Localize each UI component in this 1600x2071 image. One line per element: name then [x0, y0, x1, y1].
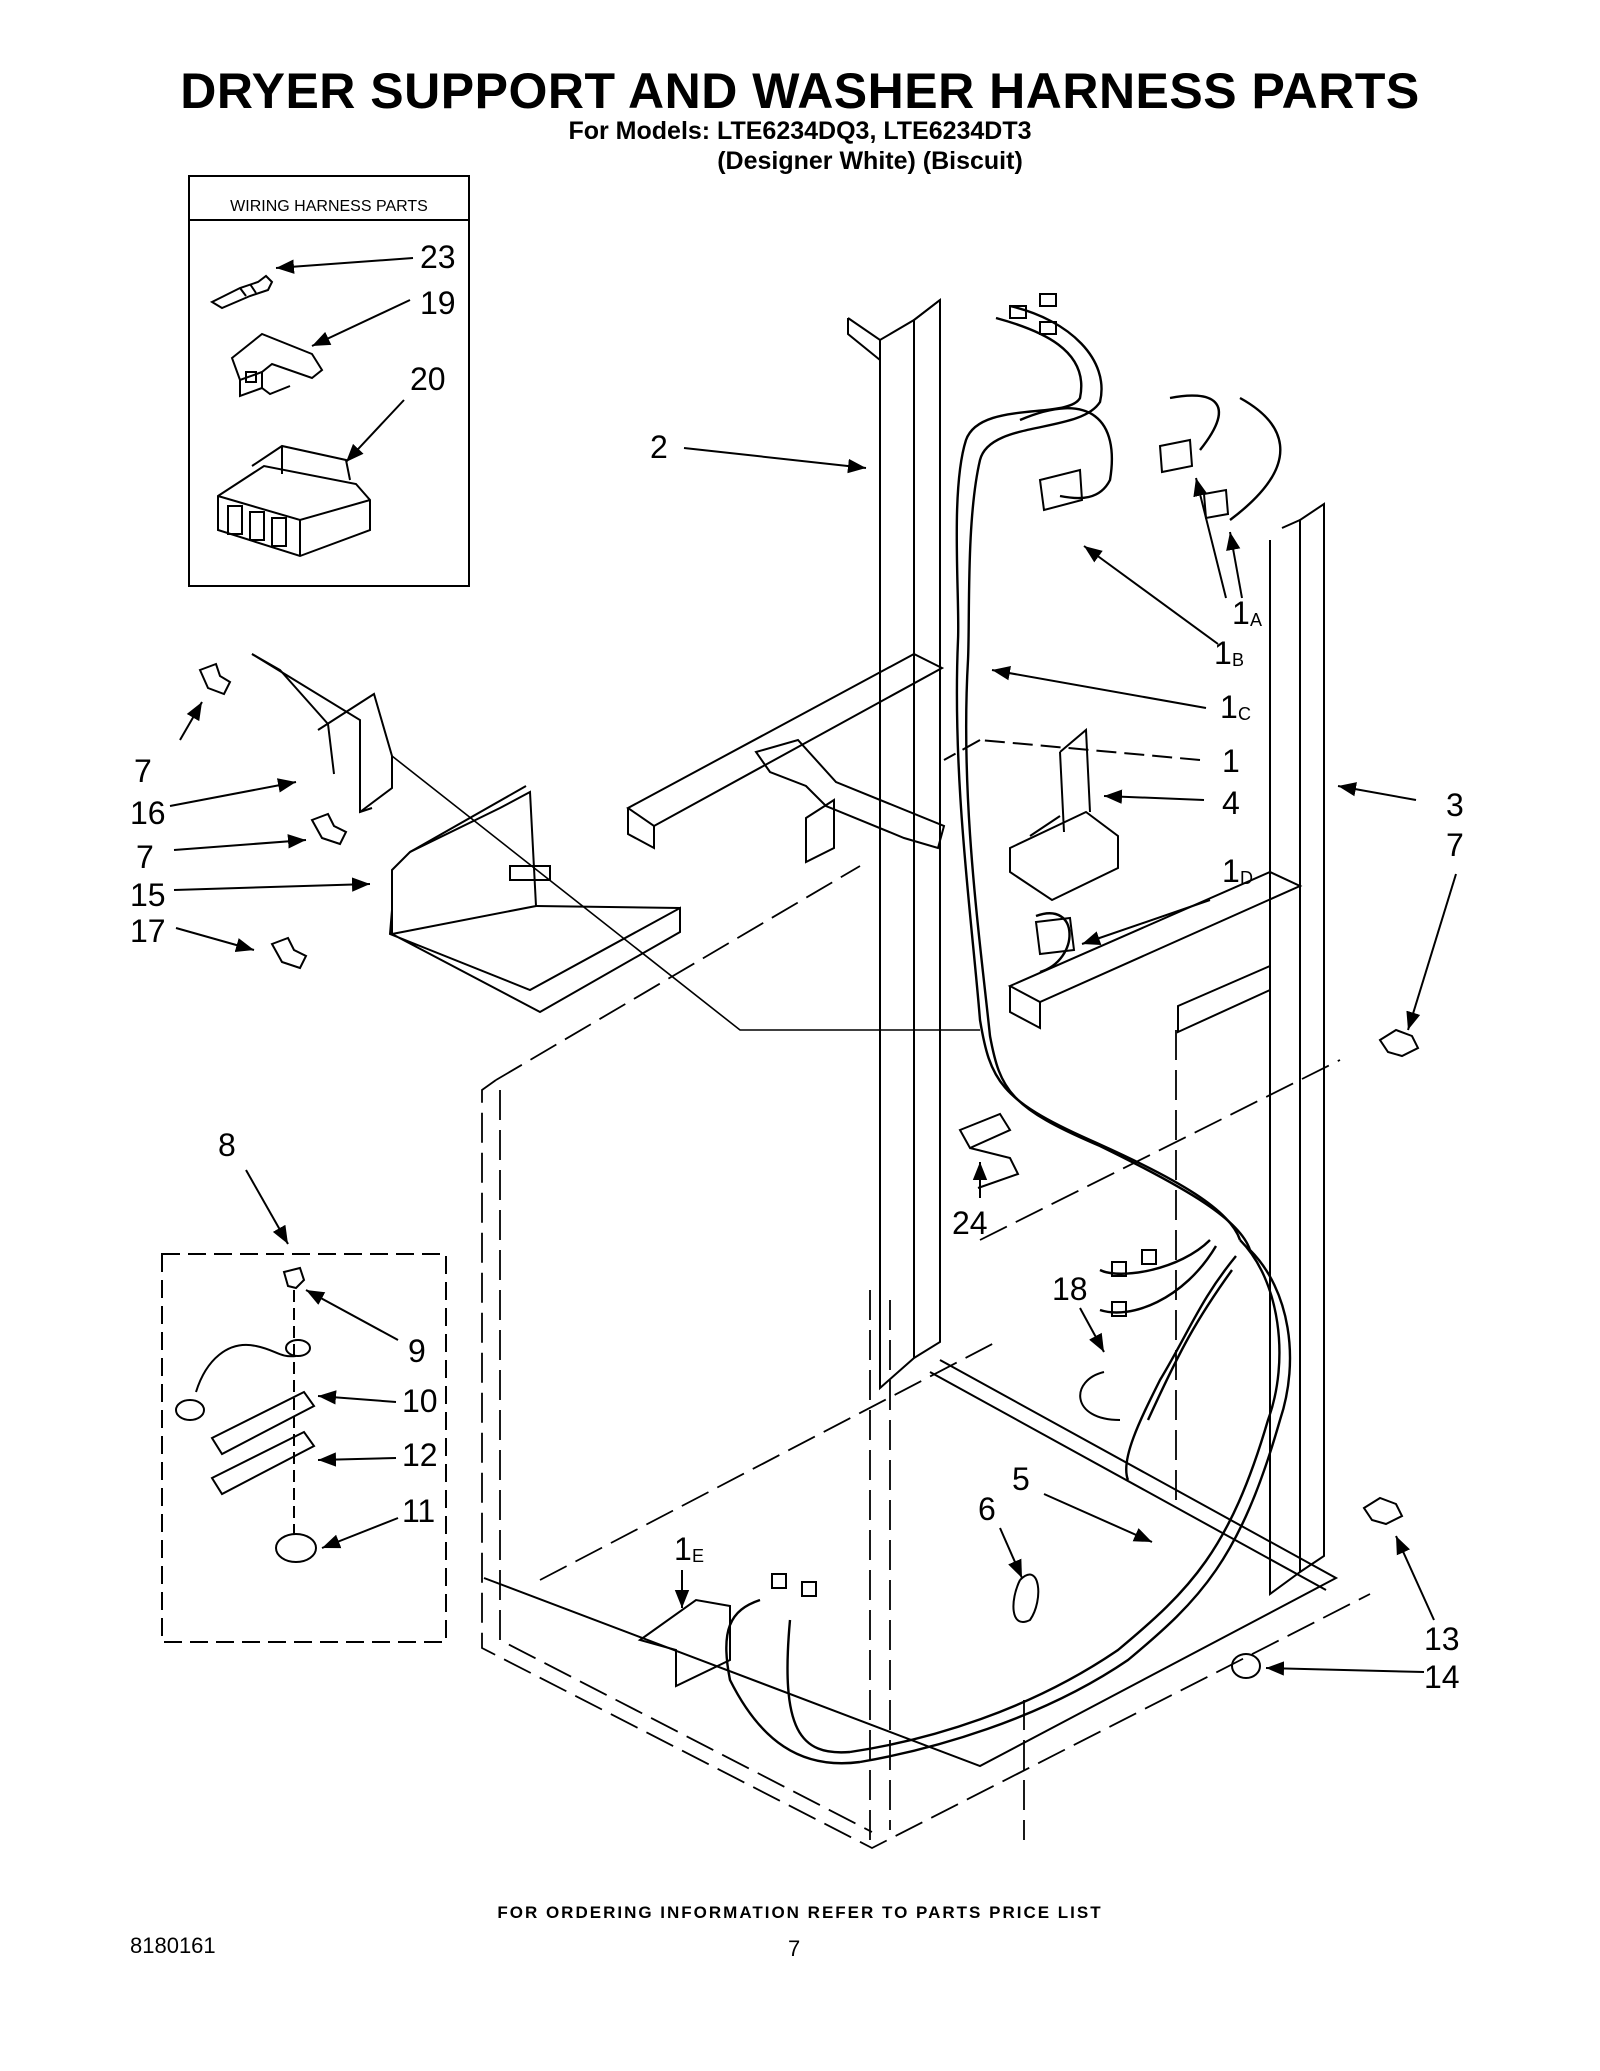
document-number: 8180161 [130, 1933, 216, 1958]
leader-12 [317, 1452, 397, 1467]
callout-1E: 1 [674, 1531, 692, 1567]
callout-14: 14 [1424, 1659, 1460, 1695]
callout-23: 23 [420, 239, 456, 275]
leader-7c [1406, 873, 1457, 1031]
page-title: DRYER SUPPORT AND WASHER HARNESS PARTS [180, 63, 1420, 119]
harness-connectors [637, 293, 1230, 1688]
callout-11: 11 [402, 1493, 435, 1529]
callout-1C-sub: C [1238, 704, 1251, 724]
callout-1B-sub: B [1232, 650, 1244, 670]
callout-7b: 7 [136, 839, 154, 875]
wiring-harness-inset [188, 175, 470, 587]
leader-19 [311, 299, 411, 347]
terminal-part [209, 274, 274, 310]
leader-2 [683, 447, 867, 474]
callout-24: 24 [952, 1205, 988, 1241]
leader-4 [1103, 789, 1205, 804]
leader-1B [1083, 545, 1219, 645]
cabinet-floor [483, 1359, 1339, 1768]
bracket-part-4 [1009, 727, 1119, 902]
clip-part-24 [958, 1112, 1020, 1189]
callout-1D-sub: D [1240, 868, 1253, 888]
leader-11 [321, 1517, 399, 1549]
diagonal-strap [754, 738, 946, 864]
upper-cross-brace [626, 652, 945, 850]
ordering-note: FOR ORDERING INFORMATION REFER TO PARTS … [497, 1903, 1103, 1922]
callout-8: 8 [218, 1127, 236, 1163]
callout-3: 3 [1446, 787, 1464, 823]
leader-3 [1337, 782, 1417, 801]
callout-12: 12 [402, 1437, 438, 1473]
page-number: 7 [788, 1936, 801, 1961]
right-upright-support [1269, 502, 1325, 1596]
colors-text: (Designer White) (Biscuit) [717, 147, 1023, 175]
leader-18 [1079, 1307, 1105, 1353]
ground-strap-kit [161, 1253, 447, 1643]
callout-1D: 1 [1222, 853, 1240, 889]
connector-1D [1034, 916, 1076, 956]
callout-2: 2 [650, 429, 668, 465]
leader-10 [317, 1390, 397, 1405]
leader-7b [173, 834, 307, 851]
leader-7a [179, 701, 203, 741]
leader-5 [1043, 1493, 1153, 1543]
callout-13: 13 [1424, 1621, 1460, 1657]
leader-1D [1081, 899, 1211, 945]
leader-17 [175, 927, 255, 953]
callout-19: 19 [420, 285, 456, 321]
callout-10: 10 [402, 1383, 438, 1419]
left-upright-support [847, 297, 941, 1391]
callout-17: 17 [130, 913, 166, 949]
assembly-line [391, 755, 980, 1031]
callout-7c: 7 [1446, 827, 1464, 863]
leader-1A-a [1193, 477, 1227, 599]
clamp-part-6 [1012, 1573, 1040, 1623]
harness-bundle [725, 304, 1292, 1765]
callout-1A-sub: A [1250, 610, 1262, 630]
callout-20: 20 [410, 361, 446, 397]
leader-14 [1265, 1661, 1425, 1676]
callout-1B: 1 [1214, 635, 1232, 671]
mounting-bracket-assembly [251, 653, 681, 1014]
callout-1: 1 [1222, 743, 1240, 779]
leader-16 [169, 778, 297, 807]
leader-8 [245, 1169, 289, 1245]
leader-9 [305, 1289, 399, 1341]
connector-1B [1038, 468, 1084, 512]
callout-1C: 1 [1220, 689, 1238, 725]
cable-tie-part [1079, 1371, 1121, 1421]
callout-6: 6 [978, 1491, 996, 1527]
leader-15 [173, 877, 371, 892]
callout-9: 9 [408, 1333, 426, 1369]
leader-20 [345, 399, 405, 463]
leader-23 [275, 257, 414, 274]
callout-18: 18 [1052, 1271, 1088, 1307]
inset-title: WIRING HARNESS PARTS [230, 198, 428, 215]
leader-13 [1395, 1535, 1435, 1621]
callout-4: 4 [1222, 785, 1240, 821]
cabinet-outline [481, 865, 1371, 1850]
connector-clip-part [230, 332, 324, 398]
nut-part-14 [1231, 1653, 1261, 1679]
callout-5: 5 [1012, 1461, 1030, 1497]
models-line: For Models: LTE6234DQ3, LTE6234DT3 (Desi… [0, 116, 1600, 176]
leader-1A-b [1226, 531, 1243, 599]
connector-block-part [217, 444, 371, 558]
leader-6 [999, 1527, 1023, 1579]
callout-15: 15 [130, 877, 166, 913]
inset-frame [188, 175, 470, 587]
leader-1C [991, 666, 1207, 709]
callout-1E-sub: E [692, 1546, 704, 1566]
leader-1 [943, 739, 1201, 761]
screw-group [198, 662, 1420, 1526]
callout-16: 16 [130, 795, 166, 831]
models-text: For Models: LTE6234DQ3, LTE6234DT3 [568, 117, 1032, 145]
callout-1A: 1 [1232, 595, 1250, 631]
connector-1A [1158, 438, 1194, 474]
callout-7a: 7 [134, 753, 152, 789]
